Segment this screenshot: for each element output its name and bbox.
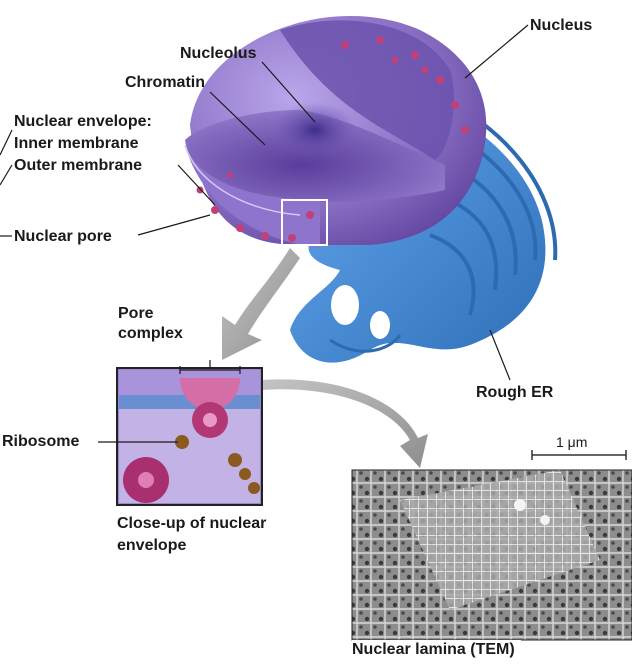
- nucleus: [184, 15, 487, 248]
- label-nucleus: Nucleus: [530, 17, 593, 34]
- label-inner-membrane: Inner membrane: [14, 135, 139, 152]
- label-pore-complex-line1: Pore: [118, 305, 154, 322]
- label-pore-complex-line2: complex: [118, 325, 183, 342]
- label-outer-membrane: Outer membrane: [14, 157, 143, 174]
- caption-tem: Nuclear lamina (TEM): [352, 640, 521, 660]
- ribosome-particle: [175, 435, 189, 449]
- nuclear-pores-surface: [196, 36, 469, 242]
- caption-closeup-line2: envelope: [117, 537, 187, 554]
- caption-closeup-line1: Close-up of nuclear: [117, 515, 267, 532]
- closeup-panel: [116, 367, 263, 506]
- label-scale-bar: 1 μm: [556, 434, 588, 450]
- label-nuclear-pore: Nuclear pore: [14, 228, 112, 245]
- tem-image: [351, 469, 632, 641]
- closeup-highlight-box: [281, 199, 328, 246]
- label-chromatin: Chromatin: [125, 74, 205, 91]
- nucleolus-mass: [273, 102, 357, 158]
- leader-lines: [0, 24, 529, 443]
- label-nuclear-envelope: Nuclear envelope:: [14, 113, 152, 130]
- tem-arrow: [262, 379, 428, 468]
- closeup-arrow: [222, 248, 300, 360]
- scale-bar: [531, 450, 627, 460]
- label-rough-er: Rough ER: [476, 384, 554, 401]
- label-ribosome: Ribosome: [2, 433, 80, 450]
- label-nucleolus: Nucleolus: [180, 45, 257, 62]
